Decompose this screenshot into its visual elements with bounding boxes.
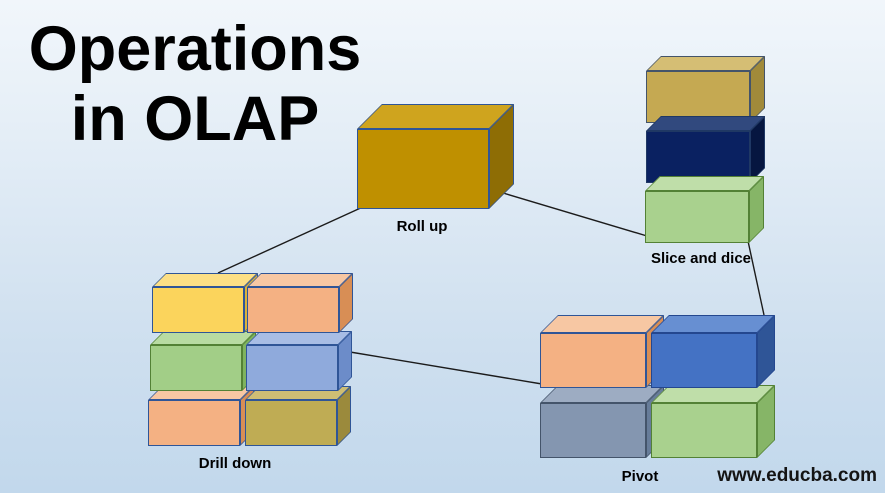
drilldown-cube-green xyxy=(150,331,256,391)
cube-top-face xyxy=(357,104,514,129)
cube-front-face xyxy=(247,287,339,333)
cube-front-face xyxy=(540,333,646,388)
cube-front-face xyxy=(152,287,244,333)
title-line-2: in OLAP xyxy=(70,84,320,154)
connector-slice-pivot xyxy=(747,240,765,316)
cube-front-face xyxy=(651,403,757,458)
drilldown-cube-peach-1 xyxy=(247,273,353,333)
rollup-label: Roll up xyxy=(396,218,448,235)
connector-rollup-drilldown xyxy=(217,205,366,274)
pivot-cube-green xyxy=(651,385,775,458)
cube-front-face xyxy=(148,400,240,446)
drilldown-cube-yellow xyxy=(152,273,258,333)
drilldown-cube-periwinkle xyxy=(246,331,352,391)
slice-cube-tan xyxy=(646,56,765,123)
cube-top-face xyxy=(246,331,352,345)
rollup-cube xyxy=(357,104,514,209)
drilldown-label: Drill down xyxy=(198,455,272,472)
cube-front-face xyxy=(245,400,337,446)
pivot-label: Pivot xyxy=(621,468,659,485)
cube-top-face xyxy=(540,315,664,333)
cube-top-face xyxy=(646,116,765,131)
cube-front-face xyxy=(645,191,749,243)
slice-cube-navy xyxy=(646,116,765,183)
slice-cube-green xyxy=(645,176,764,243)
educba-watermark: www.educba.com xyxy=(717,465,877,486)
cube-top-face xyxy=(247,273,353,287)
connector-rollup-slice xyxy=(502,192,648,237)
cube-front-face xyxy=(246,345,338,391)
cube-front-face xyxy=(540,403,646,458)
cube-top-face xyxy=(646,56,765,71)
connector-drilldown-pivot xyxy=(349,351,543,385)
pivot-cube-gray-blue xyxy=(540,385,664,458)
cube-front-face xyxy=(646,71,750,123)
cube-front-face xyxy=(651,333,757,388)
pivot-cube-blue xyxy=(651,315,775,388)
drilldown-cube-olive xyxy=(245,386,351,446)
cube-top-face xyxy=(150,331,256,345)
cube-top-face xyxy=(152,273,258,287)
cube-front-face xyxy=(357,129,489,209)
cube-front-face xyxy=(150,345,242,391)
cube-top-face xyxy=(645,176,764,191)
pivot-cube-peach xyxy=(540,315,664,388)
drilldown-cube-peach-2 xyxy=(148,386,254,446)
cube-top-face xyxy=(651,315,775,333)
title-line-1: Operations xyxy=(28,14,362,84)
slice-label: Slice and dice xyxy=(650,250,752,267)
